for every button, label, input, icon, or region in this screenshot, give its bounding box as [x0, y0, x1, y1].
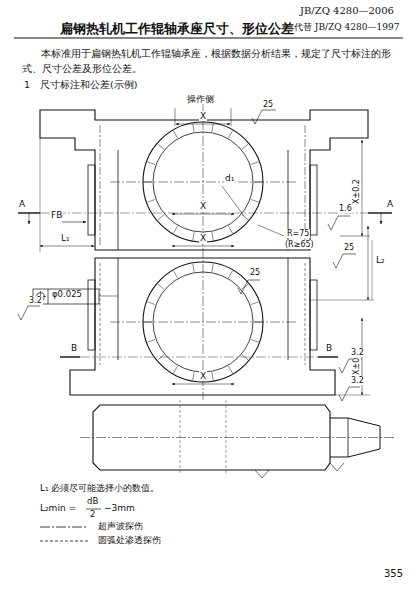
roughness-value: 25: [343, 243, 355, 252]
force-label: FB: [50, 210, 63, 220]
roller-stroke: [242, 284, 248, 289]
dimension-label: X: [199, 371, 207, 381]
roller-stroke: [212, 124, 213, 132]
roller-stroke: [158, 215, 164, 220]
body-paragraph: 本标准用于扁钢热轧机工作辊轴承座，根据数据分析结果，规定了尺寸标注的形式、尺寸公…: [22, 46, 397, 76]
replaces-note: 代替 JB/ZQ 4280—1997: [294, 22, 399, 32]
formula-text: 2: [90, 510, 95, 520]
roller-stroke: [229, 366, 233, 373]
legend-text: 圆弧处渗透探伤: [98, 535, 161, 545]
roller-stroke: [251, 339, 259, 342]
page-title: 扁钢热轧机工作辊轴承座尺寸、形位公差: [60, 22, 294, 37]
roller-stroke: [193, 124, 194, 132]
roller-stroke: [229, 131, 233, 138]
roller-stroke: [242, 144, 248, 149]
roller-stroke: [193, 232, 194, 240]
roller-stroke: [174, 226, 178, 233]
side-label: 操作侧: [187, 94, 214, 104]
roughness-value: 1.6: [338, 204, 353, 213]
roller-stroke: [229, 226, 233, 233]
roller-stroke: [144, 182, 152, 183]
radius-label: (R≥65): [284, 240, 315, 249]
page-number: 355: [384, 568, 403, 580]
diameter-label: d₁: [224, 173, 235, 183]
roughness-value: 3.2: [350, 348, 365, 357]
roller-stroke: [174, 271, 178, 278]
roller-stroke: [254, 322, 262, 323]
roller-stroke: [212, 264, 213, 272]
roller-stroke: [212, 372, 213, 380]
formula-text: −3mm: [104, 503, 135, 513]
dimension-label: X: [199, 201, 207, 211]
dimension-label: X: [199, 233, 207, 243]
roughness-value: 3.2: [28, 296, 43, 305]
dimension-label: L₁: [60, 233, 71, 243]
standard-number: JB/ZQ 4280—2006: [300, 5, 394, 17]
section-letter: B: [70, 343, 78, 353]
roller-stroke: [251, 199, 259, 202]
roller-stroke: [254, 182, 262, 183]
legend-text: 超声波探伤: [98, 521, 143, 531]
roller-stroke: [144, 322, 152, 323]
dimension-label: L₂: [375, 255, 386, 265]
roller-stroke: [212, 232, 213, 240]
radius-label: R=75: [286, 229, 310, 238]
roller-stroke: [148, 199, 156, 202]
roller-stroke: [158, 355, 164, 360]
roller-stroke: [242, 215, 248, 220]
roller-stroke: [174, 131, 178, 138]
roller-stroke: [158, 284, 164, 289]
roller-stroke: [251, 162, 259, 165]
roller-stroke: [158, 144, 164, 149]
roller-stroke: [174, 366, 178, 373]
note-text: L₁ 必须尽可能选择小的数值。: [40, 483, 159, 493]
roller-stroke: [193, 264, 194, 272]
dimension-label: X±0.2: [352, 178, 361, 205]
roller-stroke: [148, 302, 156, 305]
roughness-value: 25: [262, 100, 274, 109]
roughness-value: 3.2: [350, 376, 365, 385]
roller-stroke: [229, 271, 233, 278]
section-letter: A: [18, 199, 26, 209]
tolerance-value: φ0.025: [51, 290, 83, 300]
roughness-value: 25: [249, 268, 261, 277]
roller-stroke: [148, 339, 156, 342]
roller-stroke: [251, 302, 259, 305]
section-letter: B: [325, 343, 333, 353]
roller-stroke: [148, 162, 156, 165]
roller-stroke: [193, 372, 194, 380]
dimension-label: X: [199, 111, 207, 121]
formula-text: L₂min =: [40, 503, 76, 513]
section-heading: 1 尺寸标注和公差(示例): [24, 80, 137, 91]
roller-stroke: [242, 355, 248, 360]
section-letter: A: [386, 199, 394, 209]
formula-text: dB: [87, 497, 98, 507]
